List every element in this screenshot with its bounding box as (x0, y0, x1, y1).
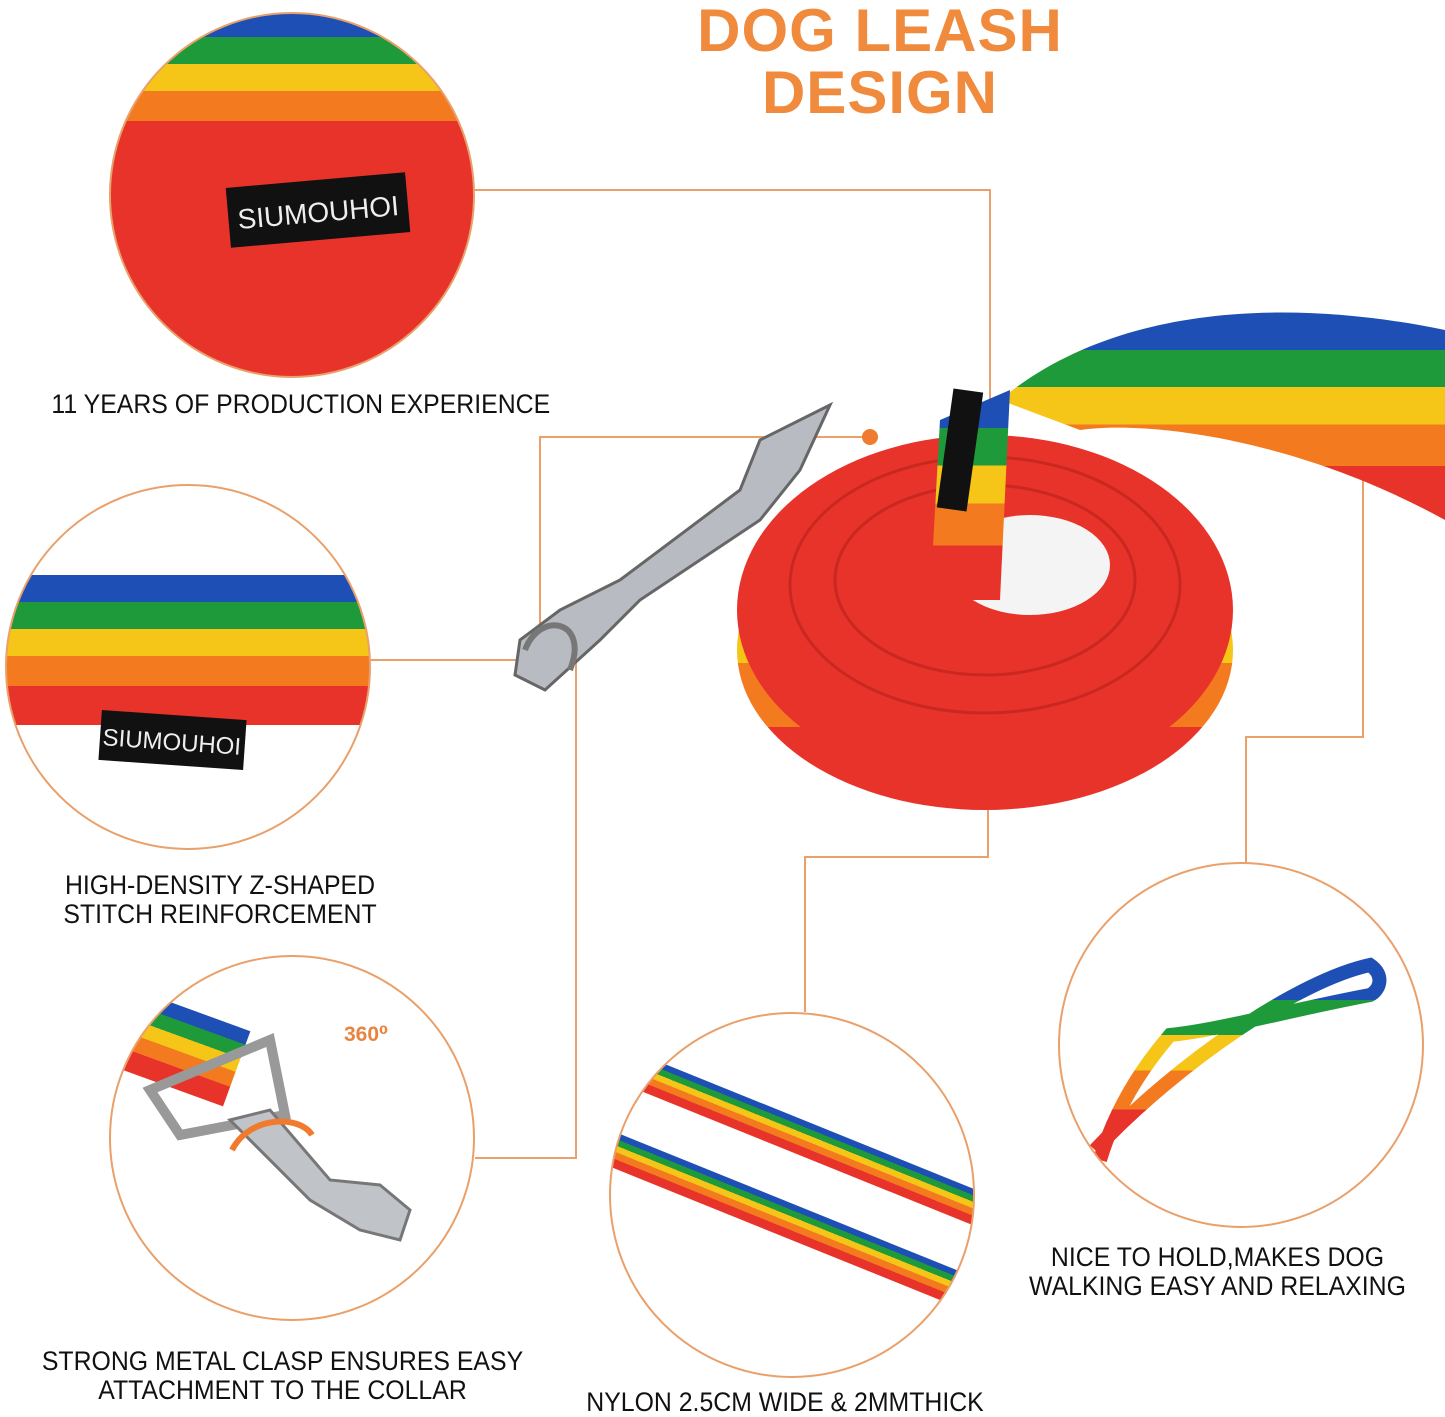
detail-brand-tag (110, 13, 474, 377)
caption-line: NYLON 2.5CM WIDE & 2MMTHICK (586, 1387, 984, 1417)
feature-caption-4: NYLON 2.5CM WIDE & 2MMTHICK (573, 1388, 996, 1417)
feature-caption-3: STRONG METAL CLASP ENSURES EASY ATTACHME… (41, 1347, 524, 1405)
caption-line: STITCH REINFORCEMENT (63, 899, 377, 929)
caption-line: HIGH-DENSITY Z-SHAPED (64, 870, 376, 900)
detail-handle (1089, 957, 1387, 1163)
detail-stitching (6, 575, 370, 771)
caption-line: WALKING EASY AND RELAXING (1029, 1271, 1406, 1301)
caption-line: NICE TO HOLD,MAKES DOG (1050, 1242, 1385, 1272)
feature-caption-1: 11 YEARS OF PRODUCTION EXPERIENCE (51, 389, 551, 419)
caption-line: ATTACHMENT TO THE COLLAR (98, 1375, 467, 1405)
feature-caption-5: NICE TO HOLD,MAKES DOG WALKING EASY AND … (1022, 1243, 1413, 1301)
caption-line: 11 YEARS OF PRODUCTION EXPERIENCE (51, 389, 551, 419)
detail-webbing (610, 1031, 974, 1323)
coiled-leash (513, 312, 1445, 810)
title-line-2: DESIGN (761, 59, 999, 126)
page-title: DOG LEASH DESIGN (640, 0, 1120, 124)
caption-line: STRONG METAL CLASP ENSURES EASY (41, 1346, 524, 1376)
feature-caption-2: HIGH-DENSITY Z-SHAPED STITCH REINFORCEME… (36, 871, 404, 929)
rotation-label: 360⁰ (344, 1023, 389, 1046)
title-line-1: DOG LEASH (697, 0, 1063, 64)
